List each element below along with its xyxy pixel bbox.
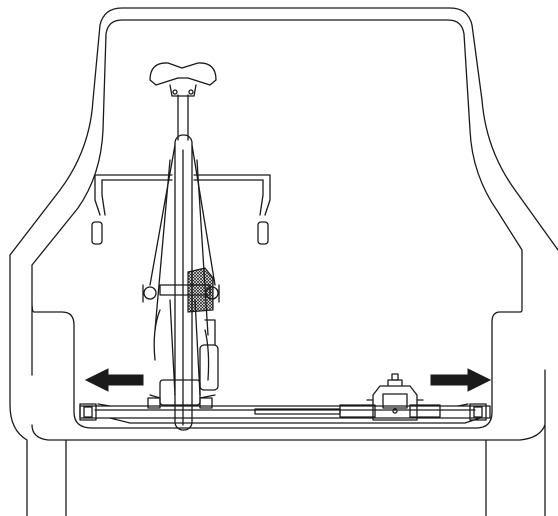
rail-track xyxy=(79,405,491,424)
left-rail-clamp xyxy=(79,403,111,421)
right-rail-clamp xyxy=(457,403,487,421)
left-arrow xyxy=(84,368,144,392)
right-arrow xyxy=(430,368,492,392)
vehicle-trunk-outline xyxy=(9,7,558,516)
handlebar xyxy=(91,174,271,245)
bicycle-front-view xyxy=(142,94,220,431)
direction-arrows xyxy=(84,368,492,392)
wheel-mount xyxy=(339,373,441,421)
saddle xyxy=(149,62,217,97)
rear-cassette xyxy=(187,267,214,313)
